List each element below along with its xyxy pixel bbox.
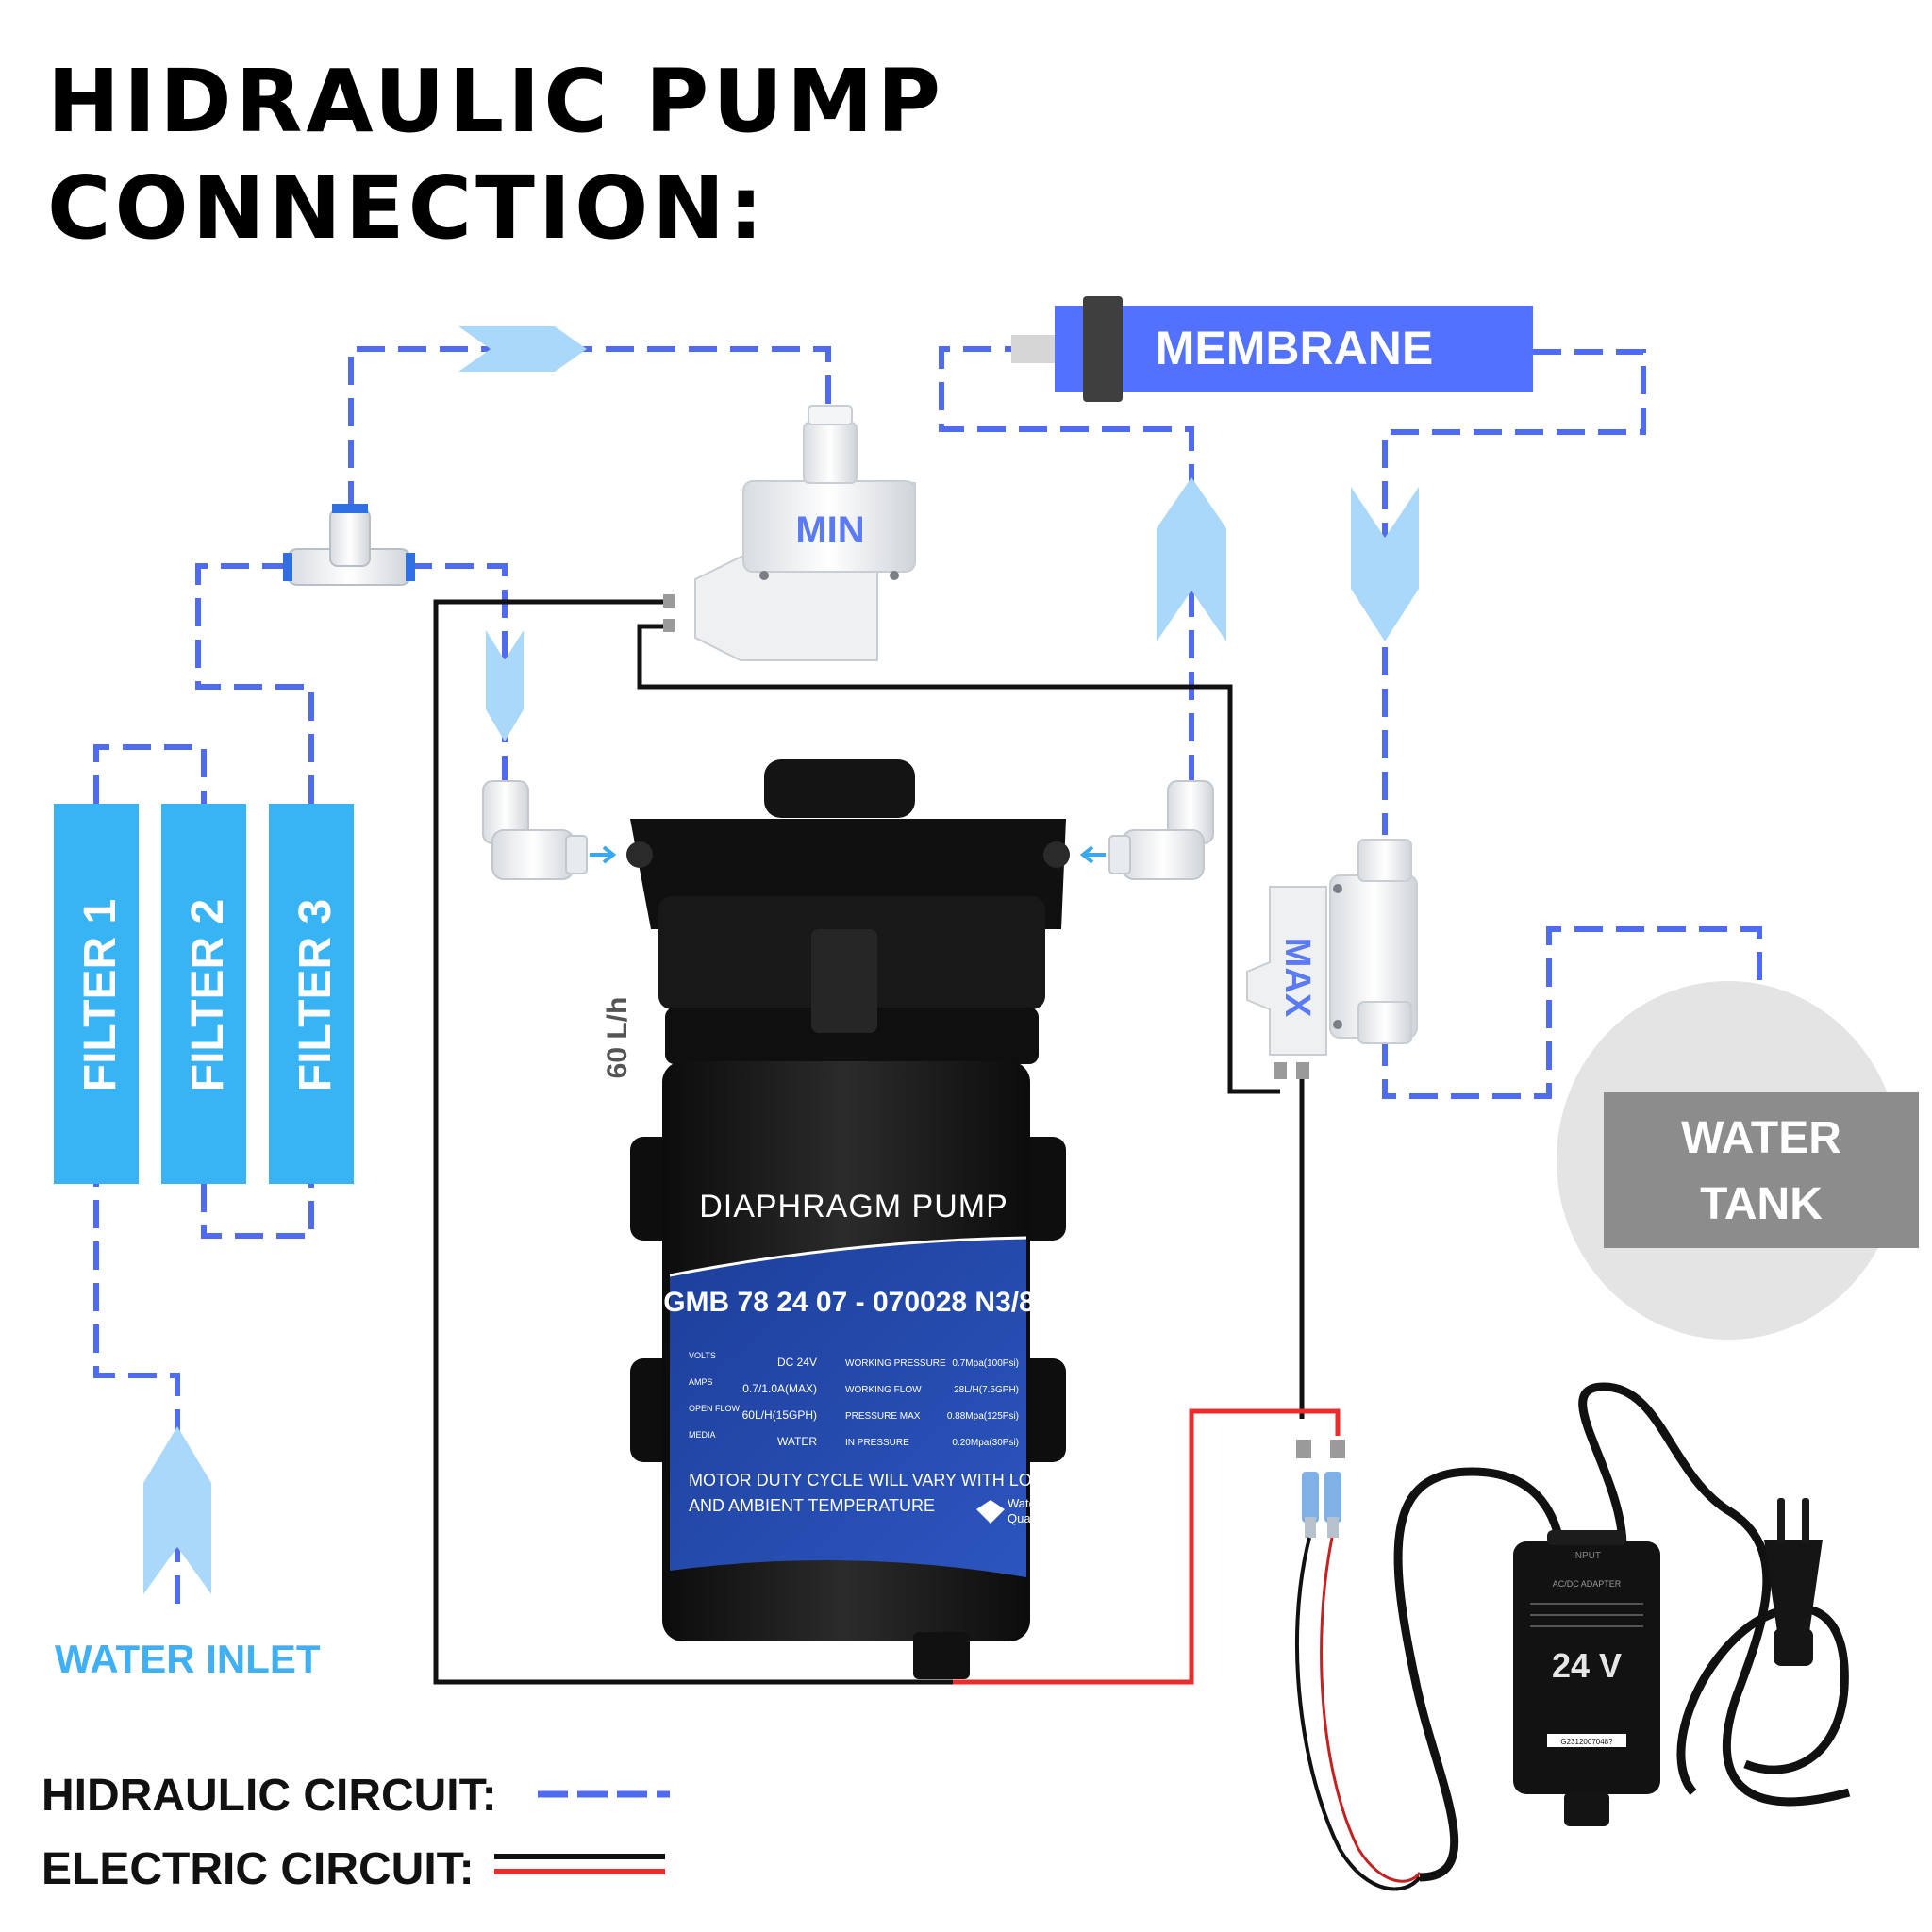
filter23-bottom-link bbox=[201, 1184, 314, 1239]
membrane-label: MEMBRANE bbox=[1156, 322, 1433, 375]
pump-model: GMB 78 24 07 - 070028 N3/8 bbox=[663, 1287, 1035, 1318]
pump-to-membrane bbox=[939, 346, 1194, 783]
spec-value: 0.7/1.0A(MAX) bbox=[742, 1382, 817, 1395]
flow-arrow-icon bbox=[590, 845, 617, 864]
filter-1-label: FILTER 1 bbox=[75, 899, 125, 1091]
max-pressure-switch: MAX bbox=[1246, 839, 1418, 1079]
spec-value: 0.88Mpa(125Psi) bbox=[947, 1411, 1019, 1422]
spec-value: 28L/H(7.5GPH) bbox=[954, 1385, 1019, 1395]
flow-arrow-icon bbox=[1157, 477, 1226, 641]
brand-logo: Water Quality bbox=[976, 1496, 1046, 1525]
pump-duty-line-1: MOTOR DUTY CYCLE WILL VARY WITH LOAD bbox=[689, 1471, 1056, 1490]
spade-connector-icon bbox=[1302, 1472, 1341, 1538]
filter-group: FILTER 1 FILTER 2 FILTER 3 bbox=[54, 804, 354, 1184]
flow-arrows bbox=[143, 326, 1419, 1594]
adapter-serial: G2312007048? bbox=[1560, 1738, 1613, 1746]
spec-value: WATER bbox=[777, 1435, 817, 1448]
spec-key: OPEN FLOW bbox=[689, 1404, 741, 1413]
elbow-fitting-right bbox=[1079, 780, 1214, 880]
electric-wires bbox=[433, 599, 1341, 1685]
brand-line-1: Water bbox=[1008, 1496, 1041, 1510]
membrane-to-max bbox=[1382, 349, 1646, 835]
brand-line-2: Quality bbox=[1008, 1511, 1046, 1525]
adapter-lead-black bbox=[1294, 1537, 1422, 1891]
spec-key: WORKING FLOW bbox=[845, 1385, 922, 1395]
adapter-voltage: 24 V bbox=[1552, 1646, 1622, 1685]
adapter-lead-red bbox=[1320, 1537, 1422, 1883]
flow-arrow-icon bbox=[1351, 487, 1419, 641]
spec-key: AMPS bbox=[689, 1377, 713, 1387]
membrane-housing bbox=[1055, 306, 1533, 392]
pump-duty-line-2: AND AMBIENT TEMPERATURE bbox=[689, 1496, 935, 1515]
pressure-switch-icon bbox=[1246, 886, 1327, 1056]
spec-value: 0.20Mpa(30Psi) bbox=[952, 1438, 1019, 1448]
adapter-cord bbox=[1393, 1467, 1566, 1882]
water-inlet-label: WATER INLET bbox=[55, 1637, 321, 1681]
flow-arrow-icon bbox=[143, 1426, 211, 1594]
spec-key: PRESSURE MAX bbox=[845, 1411, 921, 1422]
power-plug-icon bbox=[1764, 1498, 1823, 1666]
pump-name: DIAPHRAGM PUMP bbox=[699, 1189, 1008, 1224]
tee-fitting-icon bbox=[283, 504, 415, 586]
legend-swatches bbox=[494, 1790, 670, 1874]
terminal-block bbox=[1294, 1440, 1422, 1891]
red-wire bbox=[953, 1408, 1341, 1685]
adapter-header: INPUT bbox=[1573, 1551, 1601, 1561]
filter-1 bbox=[54, 804, 139, 1184]
pump-label bbox=[670, 1238, 1026, 1577]
legend-hydraulic: HIDRAULIC CIRCUIT: bbox=[42, 1771, 497, 1821]
membrane-unit: MEMBRANE bbox=[1011, 296, 1533, 402]
tank-label-line-1: WATER bbox=[1681, 1113, 1841, 1163]
elbow-fitting-icon bbox=[482, 780, 588, 880]
adapter-cord bbox=[1578, 1382, 1851, 1807]
legend-electric: ELECTRIC CIRCUIT: bbox=[42, 1844, 475, 1894]
filter-2-label: FILTER 2 bbox=[183, 899, 233, 1091]
tee-to-min bbox=[348, 346, 831, 509]
adapter-spec-lines bbox=[1530, 1603, 1643, 1627]
filter-3-label: FILTER 3 bbox=[291, 899, 341, 1091]
spec-key: VOLTS bbox=[689, 1351, 716, 1360]
black-wire-min-to-max bbox=[637, 624, 1280, 1094]
adapter-cord bbox=[1676, 1604, 1849, 1795]
water-tank: WATER TANK bbox=[1557, 981, 1919, 1340]
min-pressure-switch: MIN bbox=[663, 405, 916, 661]
min-label: MIN bbox=[795, 509, 864, 551]
flow-rate-label: 60 L/h bbox=[602, 997, 633, 1079]
filter12-top-link bbox=[93, 744, 207, 804]
spec-key: MEDIA bbox=[689, 1430, 716, 1440]
pump-specs: VOLTS DC 24V AMPS 0.7/1.0A(MAX) OPEN FLO… bbox=[689, 1351, 1019, 1448]
inlet-pipe bbox=[93, 1184, 180, 1604]
title-line-2: CONNECTION: bbox=[47, 158, 768, 258]
black-wire-pump-to-min bbox=[433, 599, 953, 1685]
spec-value: 60L/H(15GPH) bbox=[742, 1408, 817, 1422]
tee-to-pump-inlet bbox=[404, 563, 508, 783]
spec-key: WORKING PRESSURE bbox=[845, 1358, 946, 1369]
tank-label-line-2: TANK bbox=[1700, 1179, 1823, 1229]
title-line-1: HIDRAULIC PUMP bbox=[47, 51, 945, 152]
spec-key: IN PRESSURE bbox=[845, 1438, 909, 1448]
max-label: MAX bbox=[1277, 938, 1317, 1018]
filter-2 bbox=[161, 804, 246, 1184]
elbow-fitting-icon bbox=[1108, 780, 1214, 880]
flow-arrow-icon bbox=[458, 326, 587, 372]
elbow-fitting-left bbox=[482, 780, 617, 880]
diaphragm-pump: DIAPHRAGM PUMP GMB 78 24 07 - 070028 N3/… bbox=[626, 759, 1070, 1679]
max-to-tank bbox=[1382, 926, 1762, 1099]
adapter-sub: AC/DC ADAPTER bbox=[1553, 1579, 1622, 1589]
spec-value: DC 24V bbox=[777, 1356, 817, 1369]
flow-arrow-icon bbox=[486, 630, 524, 741]
power-adapter: INPUT AC/DC ADAPTER 24 V G2312007048? bbox=[1393, 1382, 1851, 1882]
tank-band bbox=[1604, 1092, 1919, 1248]
spec-value: 0.7Mpa(100Psi) bbox=[952, 1358, 1019, 1369]
filter3-to-tee bbox=[195, 563, 314, 804]
flow-arrow-icon bbox=[1079, 845, 1106, 864]
filter-3 bbox=[269, 804, 354, 1184]
